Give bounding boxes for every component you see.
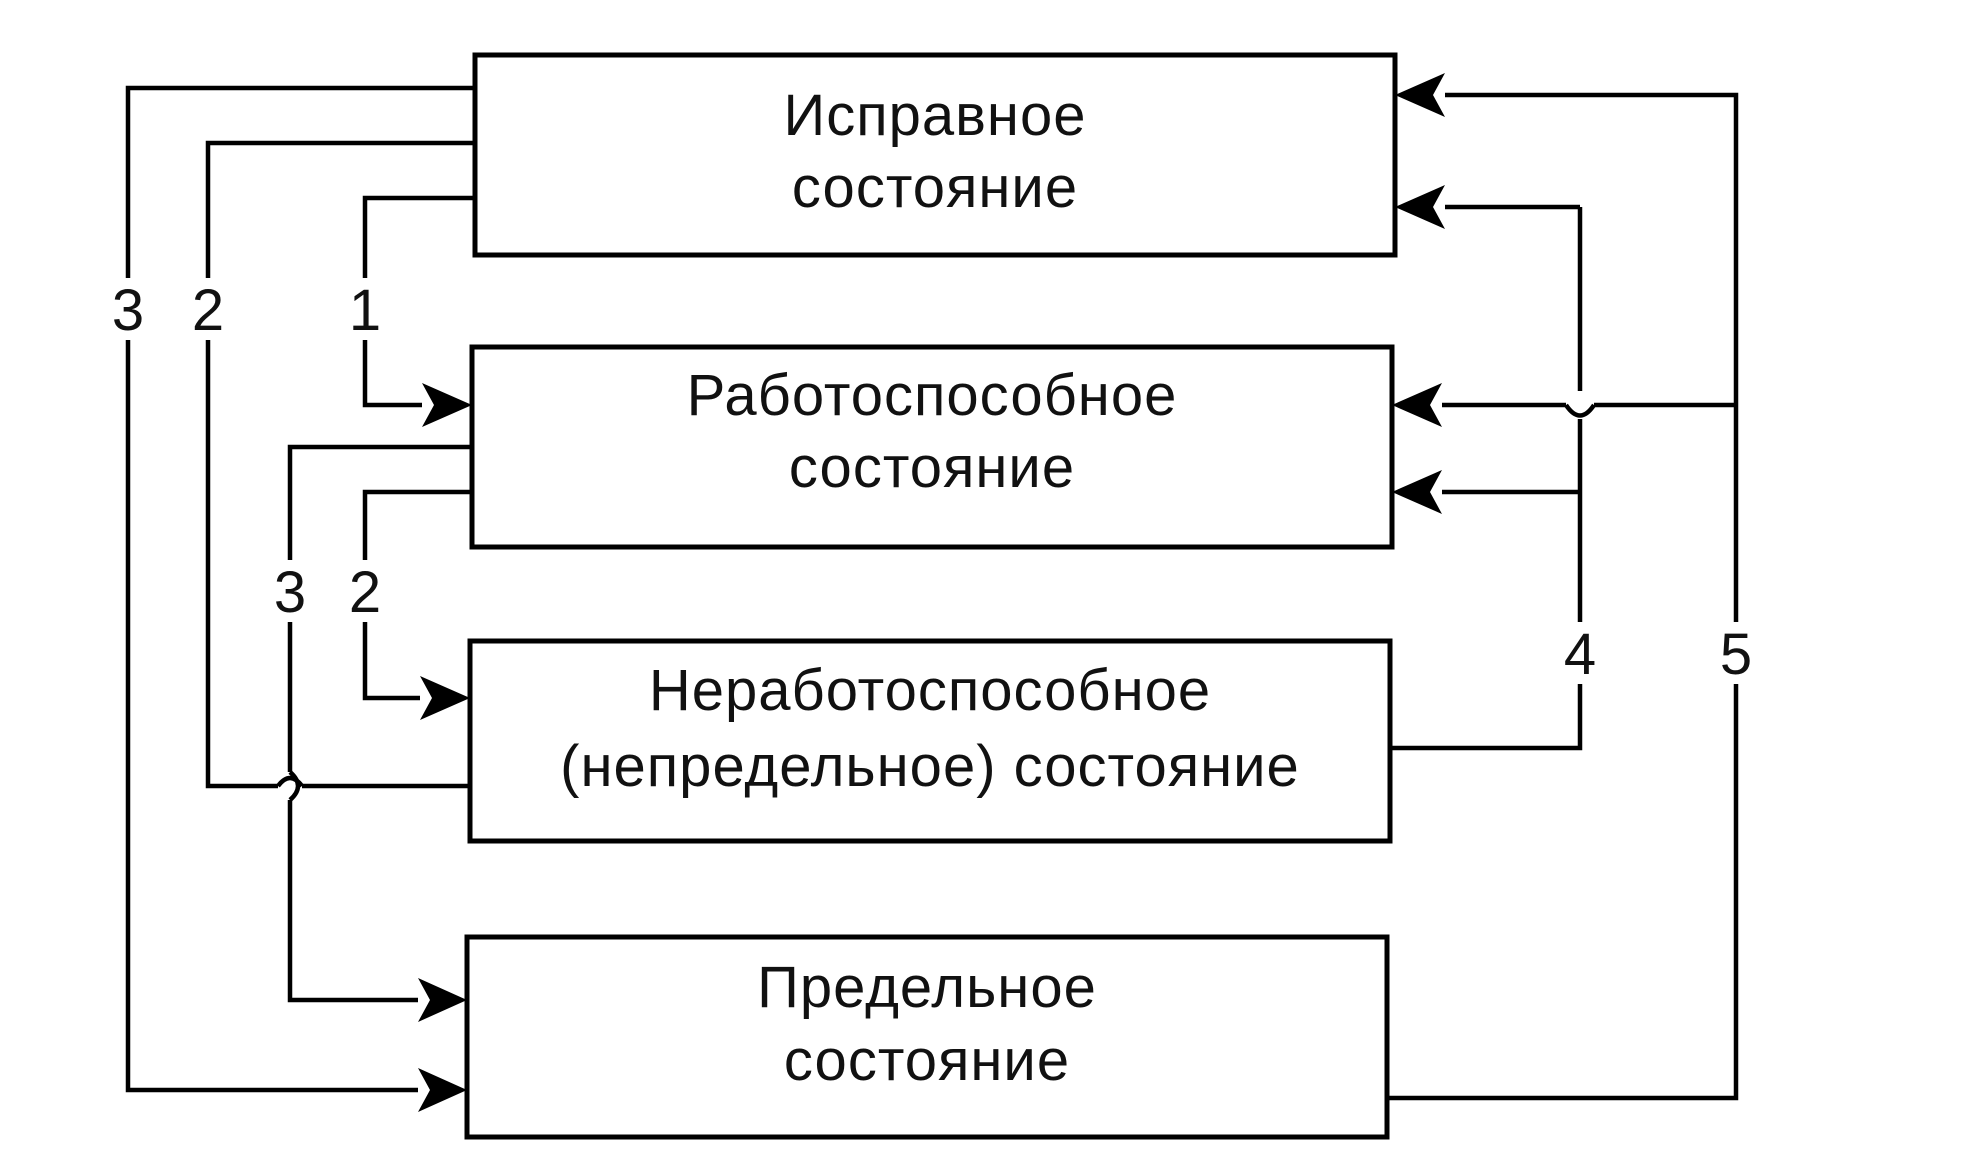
transition-label-3-top: 3 [112,278,144,343]
wire-serviceable-to-limit [125,85,475,1093]
serviceable-label-line2: состояние [792,155,1078,220]
arrow-into-limit-lower [418,1068,467,1112]
transition-label-1: 1 [349,278,381,343]
transition-label-4: 4 [1564,622,1596,687]
wire-operable-to-limit-lower [287,800,418,1003]
serviceable-label-line1: Исправное [784,83,1087,148]
transition-label-2-mid: 2 [349,560,381,625]
arrow-into-serviceable-lower [1395,185,1445,229]
transition-label-5: 5 [1720,622,1752,687]
label-bg-1 [345,278,385,340]
arrow-into-inoperable [420,676,470,720]
wire-hop-over-right [1564,403,1596,418]
wire-inoperable-restore [1390,419,1583,751]
arrow-into-limit-upper [418,978,467,1022]
operable-label-line2: состояние [789,435,1075,500]
label-bg-2-mid [345,560,385,622]
box-limit-state [464,934,1390,1140]
arrow-into-operable [422,383,472,427]
wire-hop-over [288,770,301,802]
box-inoperable-state [467,638,1393,844]
limit-label-line1: Предельное [757,955,1097,1020]
label-bg-5 [1716,622,1756,684]
arrow-into-operable-upper [1392,383,1442,427]
wire-operable-to-limit [287,444,472,772]
box-operable-state [469,344,1395,550]
wire-serviceable-to-inoperable [205,140,475,789]
transition-label-2-top: 2 [192,278,224,343]
arrow-into-operable-lower [1392,470,1442,514]
limit-label-line2: состояние [784,1028,1070,1093]
label-bg-3-mid [270,560,310,622]
operable-label-line1: Работоспособное [687,363,1178,428]
label-bg-4 [1560,622,1600,684]
inoperable-label-line2: (непредельное) состояние [560,734,1300,799]
box-serviceable-state [472,52,1398,258]
inoperable-label-line1: Неработоспособное [649,658,1211,723]
label-bg-2-top [188,278,228,340]
wire-limit-restore [1387,92,1739,1101]
transition-label-3-mid: 3 [274,560,306,625]
arrow-into-serviceable-upper [1395,73,1445,117]
label-bg-3-top [108,278,148,340]
